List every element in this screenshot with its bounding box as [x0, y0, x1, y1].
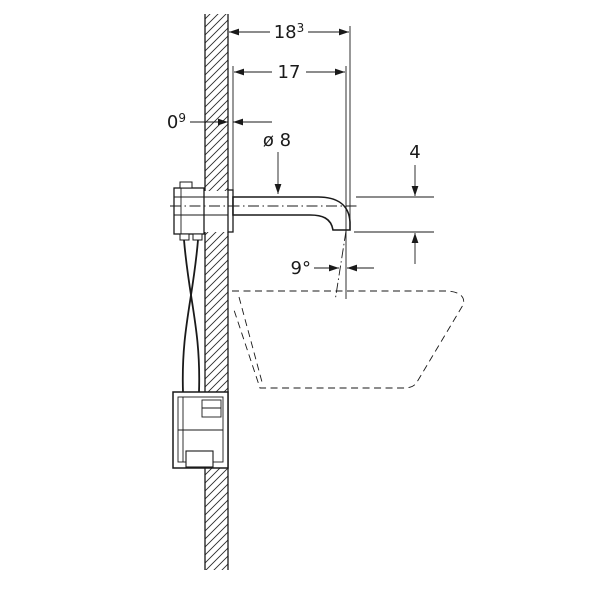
hose-connector-right [192, 233, 203, 241]
washbasin-outer-line [232, 290, 465, 389]
washbasin-outline [232, 290, 465, 389]
dimension-4: 4 [354, 142, 434, 264]
wall-hatch [205, 14, 228, 570]
dimension-17-label: 17 [278, 62, 301, 83]
dimension-17: 17 [232, 62, 347, 231]
hose-left [183, 239, 201, 393]
dimension-diameter-8: ø 8 [263, 130, 291, 194]
wall-section [204, 14, 229, 570]
spout [232, 196, 351, 231]
dimension-18-3: 183 [229, 21, 351, 228]
dimension-18-3-label: 183 [274, 21, 305, 43]
mounting-top-stub [179, 181, 193, 189]
function-box-bottom-module [185, 450, 214, 468]
dimension-0-9: 09 [167, 111, 272, 133]
water-stream-lines [335, 230, 347, 299]
mounting-body [173, 187, 205, 235]
dimension-4-label: 4 [409, 142, 420, 163]
dimension-diameter-8-label: ø 8 [263, 130, 291, 151]
connection-hoses [181, 239, 201, 393]
dimension-9-degrees: 9° [291, 258, 374, 279]
dimension-9-degrees-label: 9° [291, 258, 311, 279]
stream-angle-line [335, 230, 347, 299]
washbasin-inner-line [238, 296, 263, 383]
mounting-assembly [173, 181, 237, 241]
concealed-function-box [172, 391, 229, 469]
hose-connector-left [179, 233, 190, 241]
hose-right [181, 239, 199, 393]
dimension-0-9-label: 09 [167, 111, 186, 133]
function-box-module [201, 399, 222, 418]
